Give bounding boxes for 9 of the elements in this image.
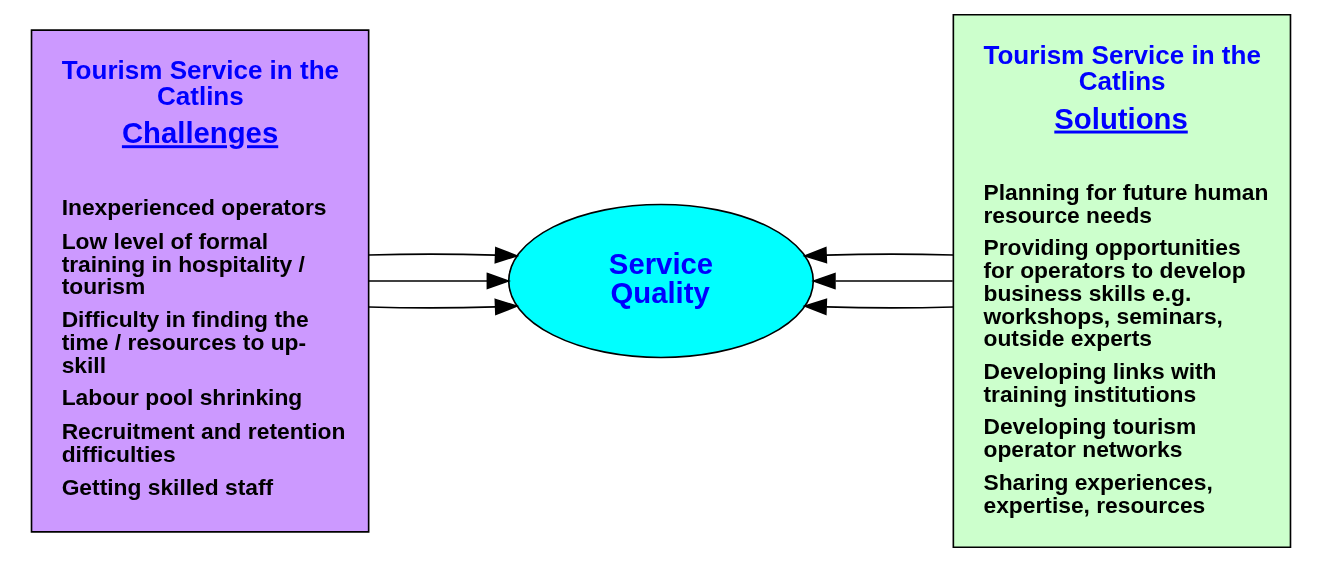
arrow: [801, 298, 954, 316]
node-box: Tourism Service in the Catlins Solutions Planning for future human resource needs Providing opportunities for operators to develop business skills e.g. workshops, seminars, outside experts Developing links with training institutions Developing tourism operator networks Sharing experiences, expertise, resources: [952, 13, 1291, 549]
node-box: Tourism Service in the Catlins Challenges Inexperienced operators Low level of formal training in hospitality / tourism Difficulty in finding the time / resources to up-skill Labour pool shrinking Recruitment and retention difficulties Getting skilled staff: [30, 29, 369, 533]
arrow: [367, 298, 519, 316]
arrow: [367, 246, 519, 264]
arrow: [367, 272, 511, 290]
arrow: [810, 272, 954, 290]
arrow: [801, 246, 954, 264]
node-ellipse: Service Quality: [507, 203, 814, 359]
